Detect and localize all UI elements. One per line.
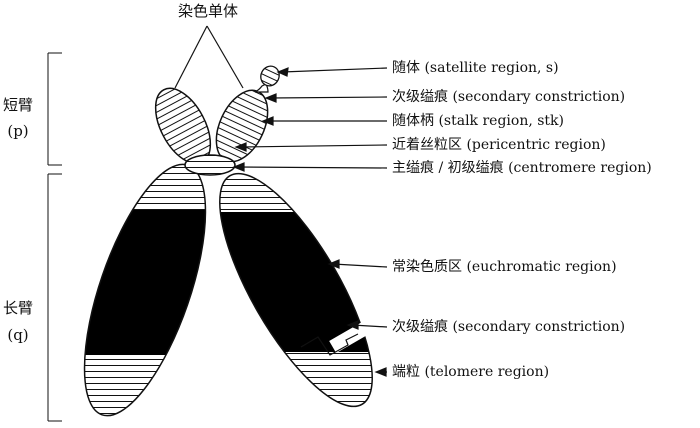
label-satellite: 随体 (satellite region, s) — [392, 60, 559, 76]
long-arm-constriction-notch — [329, 320, 371, 354]
label-euchromatic: 常染色质区 (euchromatic region) — [392, 259, 617, 275]
label-centromere: 主缢痕 / 初级缢痕 (centromere region) — [392, 160, 652, 176]
right-short-arm — [215, 65, 280, 163]
short-arm-name: 短臂 — [2, 96, 33, 114]
long-arm-bracket — [47, 173, 62, 422]
satellite — [260, 65, 280, 87]
short-arm-symbol: (p) — [7, 122, 29, 140]
short-arm-bracket — [47, 52, 62, 166]
label-telomere: 端粒 (telomere region) — [392, 364, 550, 380]
centromere — [184, 154, 236, 176]
label-stalk: 随体柄 (stalk region, stk) — [392, 113, 564, 129]
chromatid-label: 染色单体 — [177, 2, 238, 20]
label-secondary-constriction-long: 次级缢痕 (secondary constriction) — [392, 319, 626, 335]
label-secondary-constriction-short: 次级缢痕 (secondary constriction) — [392, 89, 626, 105]
long-arm-symbol: (q) — [7, 326, 29, 344]
chromatid-pointers — [174, 25, 244, 89]
right-long-arm — [191, 153, 401, 427]
label-arrows — [232, 67, 388, 377]
long-arm-name: 长臂 — [2, 299, 33, 317]
label-pericentric: 近着丝粒区 (pericentric region) — [392, 137, 606, 153]
long-arm-constriction-edge — [300, 333, 359, 356]
